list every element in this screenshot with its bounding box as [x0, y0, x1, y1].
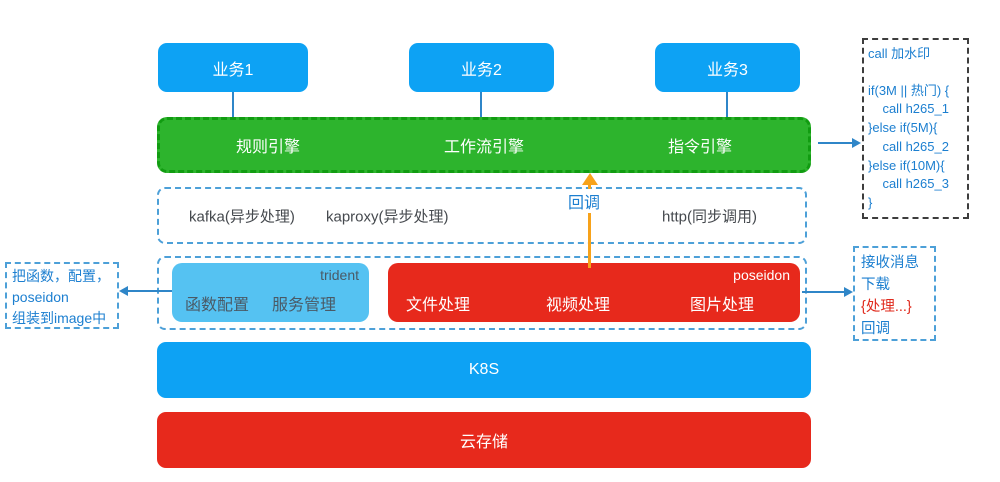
connector-line-3: [726, 92, 728, 117]
note-line: poseidon: [12, 289, 69, 305]
callback-arrow-head-icon: [582, 173, 598, 185]
code-line: }: [868, 195, 873, 211]
file-processing-label: 文件处理: [406, 297, 471, 314]
kafka-label: kafka(异步处理): [189, 208, 295, 225]
poseidon-tag: poseidon: [733, 267, 790, 283]
engine-to-code-arrow-head-icon: [852, 138, 861, 148]
code-line: call h265_1: [868, 101, 949, 117]
video-processing-label: 视频处理: [546, 297, 611, 314]
command-engine-label: 指令引擎: [667, 139, 732, 156]
business-box-3: 业务3: [655, 43, 800, 92]
code-line: if(3M || 热门) {: [868, 82, 950, 98]
message-flow-note: 接收消息 下载 {处理...} 回调: [853, 246, 936, 341]
poseidon-to-flow-arrow-line: [802, 291, 845, 293]
flow-line: 下载: [861, 277, 890, 294]
code-line: }else if(10M){: [868, 157, 945, 173]
worker-layer-frame: [157, 256, 807, 330]
code-line: call 加水印: [868, 46, 931, 61]
trident-tag: trident: [320, 267, 359, 283]
code-line: }else if(5M){: [868, 120, 938, 136]
code-line: [868, 64, 963, 82]
left-arrow-line: [127, 290, 172, 292]
trident-box: trident 函数配置 服务管理: [172, 263, 369, 322]
code-line: call h265_2: [868, 138, 949, 154]
poseidon-to-flow-arrow-head-icon: [844, 287, 853, 297]
poseidon-box: poseidon 文件处理 视频处理 图片处理: [388, 263, 800, 322]
http-label: http(同步调用): [662, 208, 758, 225]
image-build-note: 把函数，配置， poseidon 组装到image中: [5, 262, 119, 329]
kaproxy-label: kaproxy(异步处理): [326, 208, 449, 225]
transcode-logic-note: call 加水印 if(3M || 热门) { call h265_1 }els…: [862, 38, 969, 219]
function-config-label: 函数配置: [185, 297, 250, 314]
image-processing-label: 图片处理: [690, 297, 755, 314]
engine-bar: 规则引擎 工作流引擎 指令引擎: [157, 117, 811, 173]
left-arrow-head-icon: [119, 286, 128, 296]
transport-layer-frame: kafka(异步处理) kaproxy(异步处理) http(同步调用): [157, 187, 807, 244]
business-box-1: 业务1: [158, 43, 308, 92]
code-line: call h265_3: [868, 176, 949, 192]
note-line: 组装到image中: [12, 310, 107, 326]
rule-engine-label: 规则引擎: [235, 139, 300, 156]
flow-line: {处理...}: [861, 299, 912, 316]
k8s-bar: K8S: [157, 342, 811, 398]
callback-label: 回调: [567, 189, 602, 213]
cloud-storage-bar: 云存储: [157, 412, 811, 468]
business-box-2: 业务2: [409, 43, 554, 92]
flow-line: 接收消息: [861, 255, 919, 271]
connector-line-2: [480, 92, 482, 117]
connector-line-1: [232, 92, 234, 117]
flow-line: 回调: [861, 321, 890, 338]
note-line: 把函数，配置，: [12, 268, 110, 284]
service-mgmt-label: 服务管理: [272, 297, 337, 314]
callback-arrow-line: [588, 184, 591, 268]
engine-to-code-arrow-line: [818, 142, 853, 144]
workflow-engine-label: 工作流引擎: [443, 139, 524, 156]
